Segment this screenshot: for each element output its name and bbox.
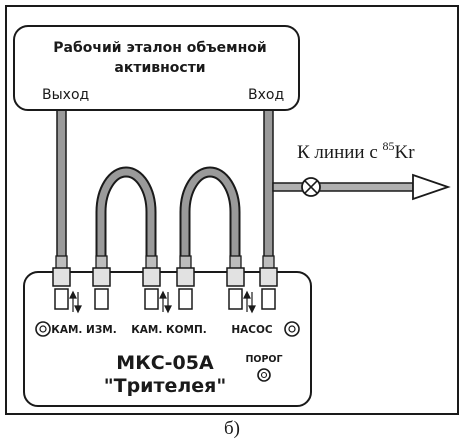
device-brand: "Трителея" [104, 375, 227, 397]
kr-isotope-symbol: Kr [395, 142, 416, 163]
port-label-meas-chamber: КАМ. ИЗМ. [51, 324, 117, 336]
flow-arrows-meas-icon [69, 290, 82, 314]
port-nut [52, 255, 71, 310]
threshold-label: ПОРОГ [245, 354, 282, 365]
standard-title-line1: Рабочий эталон объемной [53, 40, 266, 56]
kr-line-pipe [272, 173, 451, 201]
input-label: Вход [248, 87, 284, 103]
outer-frame [5, 5, 459, 415]
flow-arrows-pump-icon [243, 290, 256, 314]
standard-title-line2: активности [114, 60, 205, 76]
flow-arrows-comp-icon [159, 290, 172, 314]
shutoff-valve-icon [301, 177, 321, 197]
right-indicator-icon [284, 321, 300, 337]
jumper-hose-right [179, 166, 241, 268]
output-label: Выход [42, 87, 89, 103]
jumper-hose-left [95, 166, 157, 268]
kr-line-label: К линии с 85Kr [297, 139, 415, 163]
device-model: МКС-05А [116, 352, 214, 374]
port-label-pump: НАСОС [231, 324, 273, 336]
reference-standard-box: Рабочий эталон объемной активности Выход… [13, 25, 300, 111]
output-pipe [56, 107, 67, 269]
figure-caption: б) [224, 418, 240, 439]
input-pipe [263, 107, 274, 269]
left-indicator-icon [35, 321, 51, 337]
kr-line-prefix: К линии с [297, 142, 383, 163]
port-nut [92, 255, 111, 310]
port-nut [142, 255, 161, 310]
kr-isotope-mass: 85 [383, 139, 395, 153]
port-label-comp-chamber: КАМ. КОМП. [131, 324, 207, 336]
threshold-indicator-icon [257, 368, 271, 382]
port-nut [176, 255, 195, 310]
port-nut [259, 255, 278, 310]
port-fittings [52, 255, 278, 310]
port-nut [226, 255, 245, 310]
